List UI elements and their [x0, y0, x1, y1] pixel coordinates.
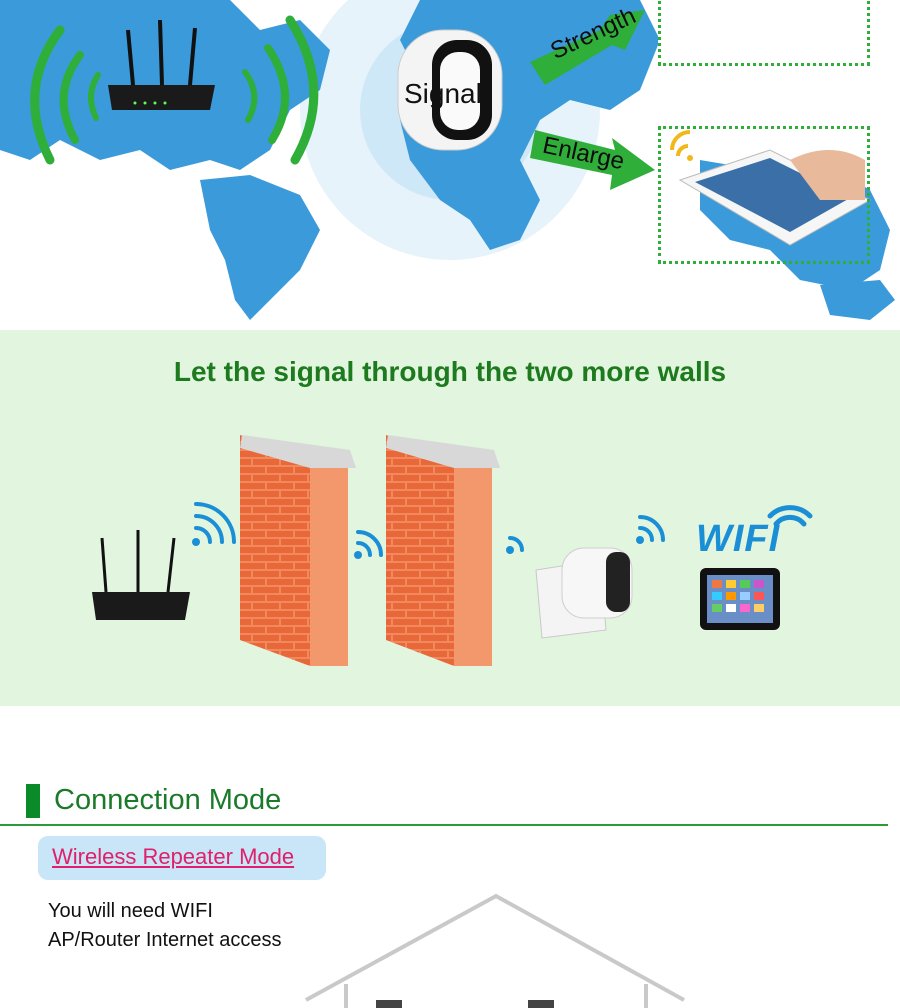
signal-waves-2 — [354, 530, 383, 559]
walls-illustration — [92, 435, 813, 666]
section-divider — [0, 824, 888, 826]
mode-pill-background — [38, 836, 326, 880]
wifi-symbol-icon — [767, 505, 813, 527]
wifi-tablet-icon — [700, 568, 780, 630]
section-marker-bar — [26, 784, 40, 818]
router-icon — [108, 19, 215, 110]
repeater-in-outlet-icon — [535, 547, 633, 639]
router-signal-waves — [30, 15, 319, 165]
strength-arrow — [530, 10, 645, 85]
requirement-line-1: You will need WIFI — [48, 900, 213, 922]
wifi-wordmark: WIFI — [696, 518, 781, 560]
signal-waves-4 — [636, 515, 665, 544]
wall-router-icon — [92, 530, 190, 620]
south-america-shape — [200, 175, 320, 320]
brick-wall-2 — [386, 435, 500, 666]
signal-waves-3 — [506, 536, 524, 554]
australia-shape — [820, 280, 895, 320]
connection-mode-heading: Connection Mode — [54, 784, 282, 816]
brick-wall-1 — [240, 435, 356, 666]
tablet-touch-icon — [670, 130, 872, 246]
repeater-device-icon — [397, 29, 503, 151]
house-outline-illustration — [305, 893, 685, 1008]
signal-label: Signal — [404, 78, 482, 109]
wireless-repeater-mode-link[interactable]: Wireless Repeater Mode — [52, 844, 295, 869]
signal-waves-1 — [192, 502, 236, 546]
requirement-line-2: AP/Router Internet access — [48, 929, 282, 951]
computer-device-frame — [658, 0, 870, 66]
enlarge-arrow — [530, 130, 655, 190]
hero-banner: Signal Strength Enlarge — [0, 0, 900, 330]
walls-section: Let the signal through the two more wall… — [0, 330, 900, 706]
walls-headline: Let the signal through the two more wall… — [173, 356, 727, 387]
tablet-device-frame — [658, 126, 870, 264]
